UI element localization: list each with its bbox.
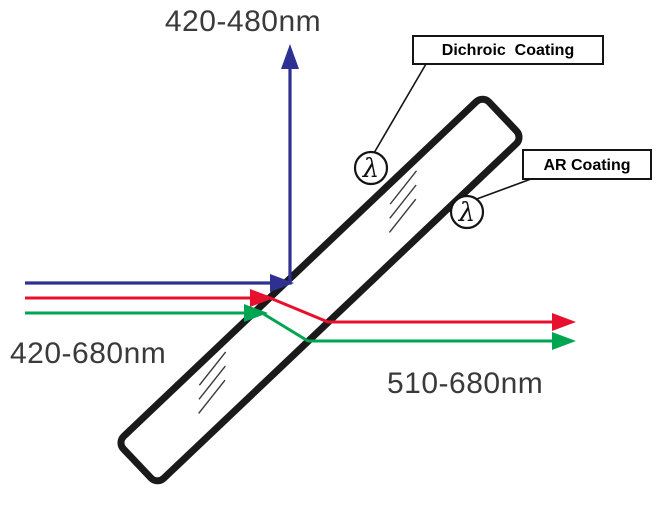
dichroic-coating-label: Dichroic Coating: [442, 42, 574, 59]
glass-hatch-marks-upper: [388, 170, 418, 233]
blue-beam-arrowhead-incident: [270, 274, 294, 292]
callout-line-dichroic: [373, 63, 427, 154]
green-beam-arrowhead-entry: [244, 304, 268, 322]
dichroic-coating-label-box: [412, 35, 604, 65]
ar-coating-label-box: [522, 149, 652, 180]
lambda-circle-ar: [449, 194, 485, 230]
green-beam-arrowhead-exit: [552, 332, 576, 350]
red-beam-path: [25, 296, 554, 324]
reflected-wavelength-label: 420-480nm: [165, 5, 321, 38]
input-wavelength-label: 420-680nm: [10, 337, 166, 370]
green-beam-path: [25, 311, 554, 343]
transmitted-wavelength-label: 510-680nm: [387, 367, 543, 400]
glass-hatch-marks-lower: [198, 351, 227, 414]
lambda-symbol-dichroic: λ: [362, 154, 379, 184]
lambda-symbol-ar: λ: [458, 198, 475, 228]
ar-coating-label: AR Coating: [543, 157, 630, 174]
blue-beam-arrowhead-reflected: [281, 44, 299, 69]
lambda-circle-dichroic: [353, 150, 389, 186]
dichroic-mirror: [117, 95, 523, 485]
red-beam-arrowhead-entry: [250, 289, 274, 307]
callout-line-ar: [473, 178, 532, 201]
mirror-glass-body: [117, 95, 523, 485]
blue-beam-path: [25, 64, 292, 285]
red-beam-arrowhead-exit: [552, 313, 576, 331]
